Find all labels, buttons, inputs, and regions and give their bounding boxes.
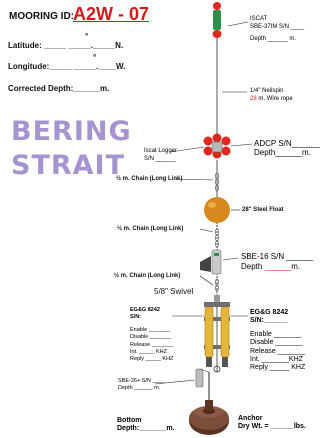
mooring-id-label: MOORING ID:: [9, 11, 74, 22]
release-left-row-3: Int. _____ KHZ: [130, 348, 167, 355]
release-right-label: EG&G 8242 S/N:______ Enable _______ Disa…: [250, 309, 305, 373]
release-left-row-0: Enable _______: [130, 327, 171, 334]
release-left-row-1: Disable _______: [130, 334, 172, 341]
anchor-icon: [189, 400, 229, 435]
region-title-line-1: BERING: [11, 116, 132, 147]
sbe26-instrument-icon: [195, 368, 210, 388]
adcp-buoy-cluster-icon: [203, 133, 231, 159]
iscat-line-2: SBE-37IM S/N ____: [250, 24, 305, 31]
sbe26-line-2: Depth ______ m.: [118, 385, 161, 392]
release-right-line-1: EG&G 8242: [250, 309, 289, 316]
sbe16-depth-suffix: m.: [291, 261, 301, 271]
latitude-field: Latitude: _____ _____._____N.: [8, 41, 124, 50]
bottom-depth-line-1: Bottom: [117, 417, 142, 424]
adcp-line-1: ADCP S/N_______: [254, 139, 320, 148]
acoustic-release-pair-icon: [204, 302, 230, 373]
wire-line-1: 1/4" Neilspin: [250, 88, 284, 94]
release-right-row-3: Int. _______KHZ: [250, 355, 303, 363]
anchor-line-2: Dry Wt. = ______lbs.: [238, 423, 306, 431]
chain-links-3: [214, 278, 219, 292]
anchor-line-1: Anchor: [238, 415, 263, 422]
bottom-depth-label: Bottom Depth:_______m.: [117, 417, 175, 434]
wire-rope-label: 1/4" Neilspin 28 m. Wire rope: [250, 87, 293, 103]
wire-length-value: 28: [250, 96, 257, 103]
release-right-row-4: Reply _____ KHZ: [250, 364, 306, 372]
iscat-line-3: Depth ______ m.: [250, 36, 297, 43]
mooring-id-value: A2W - 07: [73, 4, 150, 24]
wire-line-2: m. Wire rope: [258, 96, 293, 103]
swivel-label: 5/8" Swivel: [154, 287, 194, 296]
iscat-label: ISCAT SBE-37IM S/N ____ Depth ______ m.: [250, 15, 304, 43]
release-left-line-1: EG&G 8242: [130, 307, 160, 313]
release-right-line-2: S/N:______: [250, 317, 288, 325]
longitude-degree-mark: °: [93, 53, 97, 62]
chain-2-label: ½ m. Chain (Long Link): [117, 226, 184, 232]
anchor-label: Anchor Dry Wt. = ______lbs.: [238, 415, 306, 432]
adcp-line-2: Depth______m.: [254, 148, 311, 158]
sbe16-label: SBE-16 S/N ______ Depth ______m.: [241, 252, 313, 271]
region-title-line-2: STRAIT: [11, 150, 126, 181]
sbe16-depth-prefix: Depth: [241, 261, 265, 271]
release-left-label: EG&G 8242 S/N: Enable _______ Disable __…: [130, 307, 173, 363]
sbe26-label: SBE-26+ S/N ____ Depth ______ m.: [118, 378, 165, 393]
sbe16-depth-value: ______: [264, 261, 292, 271]
release-right-row-0: Enable _______: [250, 330, 301, 338]
release-left-row-4: Reply _____ KHZ: [130, 355, 174, 362]
iscat-logger-label: Iscat Logger S/N ______: [144, 147, 177, 163]
iscat-logger-line-2: S/N ______: [144, 156, 176, 163]
bottom-depth-line-2: Depth:_______m.: [117, 425, 175, 433]
chain-1-label: ½ m. Chain (Long Link): [116, 176, 183, 182]
chain-links-2: [214, 228, 219, 248]
steel-float-icon: [204, 197, 230, 223]
iscat-logger-line-1: Iscat Logger: [144, 148, 178, 154]
steel-float-label: 28" Steel Float: [242, 207, 284, 213]
chain-3-label: ½ m. Chain (Long Link): [114, 273, 181, 279]
release-left-row-2: Release _______: [130, 341, 174, 348]
iscat-instrument-icon: [212, 2, 222, 38]
chain-links-1: [214, 172, 219, 192]
release-right-row-1: Disable _______: [250, 339, 303, 347]
longitude-field: Longitude:_____ _____.____W.: [8, 62, 126, 71]
adcp-label: ADCP S/N_______ Depth______m.: [254, 139, 320, 157]
sbe26-line-1: SBE-26+ S/N ____: [118, 378, 165, 384]
leader-lines: [154, 21, 253, 385]
corrected-depth-field: Corrected Depth:______m.: [8, 84, 110, 93]
iscat-line-1: ISCAT: [250, 16, 268, 22]
swivel-icon: [214, 295, 220, 302]
sbe16-instrument-icon: [200, 249, 222, 275]
sbe16-line-1: SBE-16 S/N ______: [241, 252, 314, 261]
release-left-line-2: S/N:: [130, 314, 141, 321]
latitude-degree-mark: °: [85, 32, 89, 41]
release-right-row-2: Release _______: [250, 347, 305, 355]
